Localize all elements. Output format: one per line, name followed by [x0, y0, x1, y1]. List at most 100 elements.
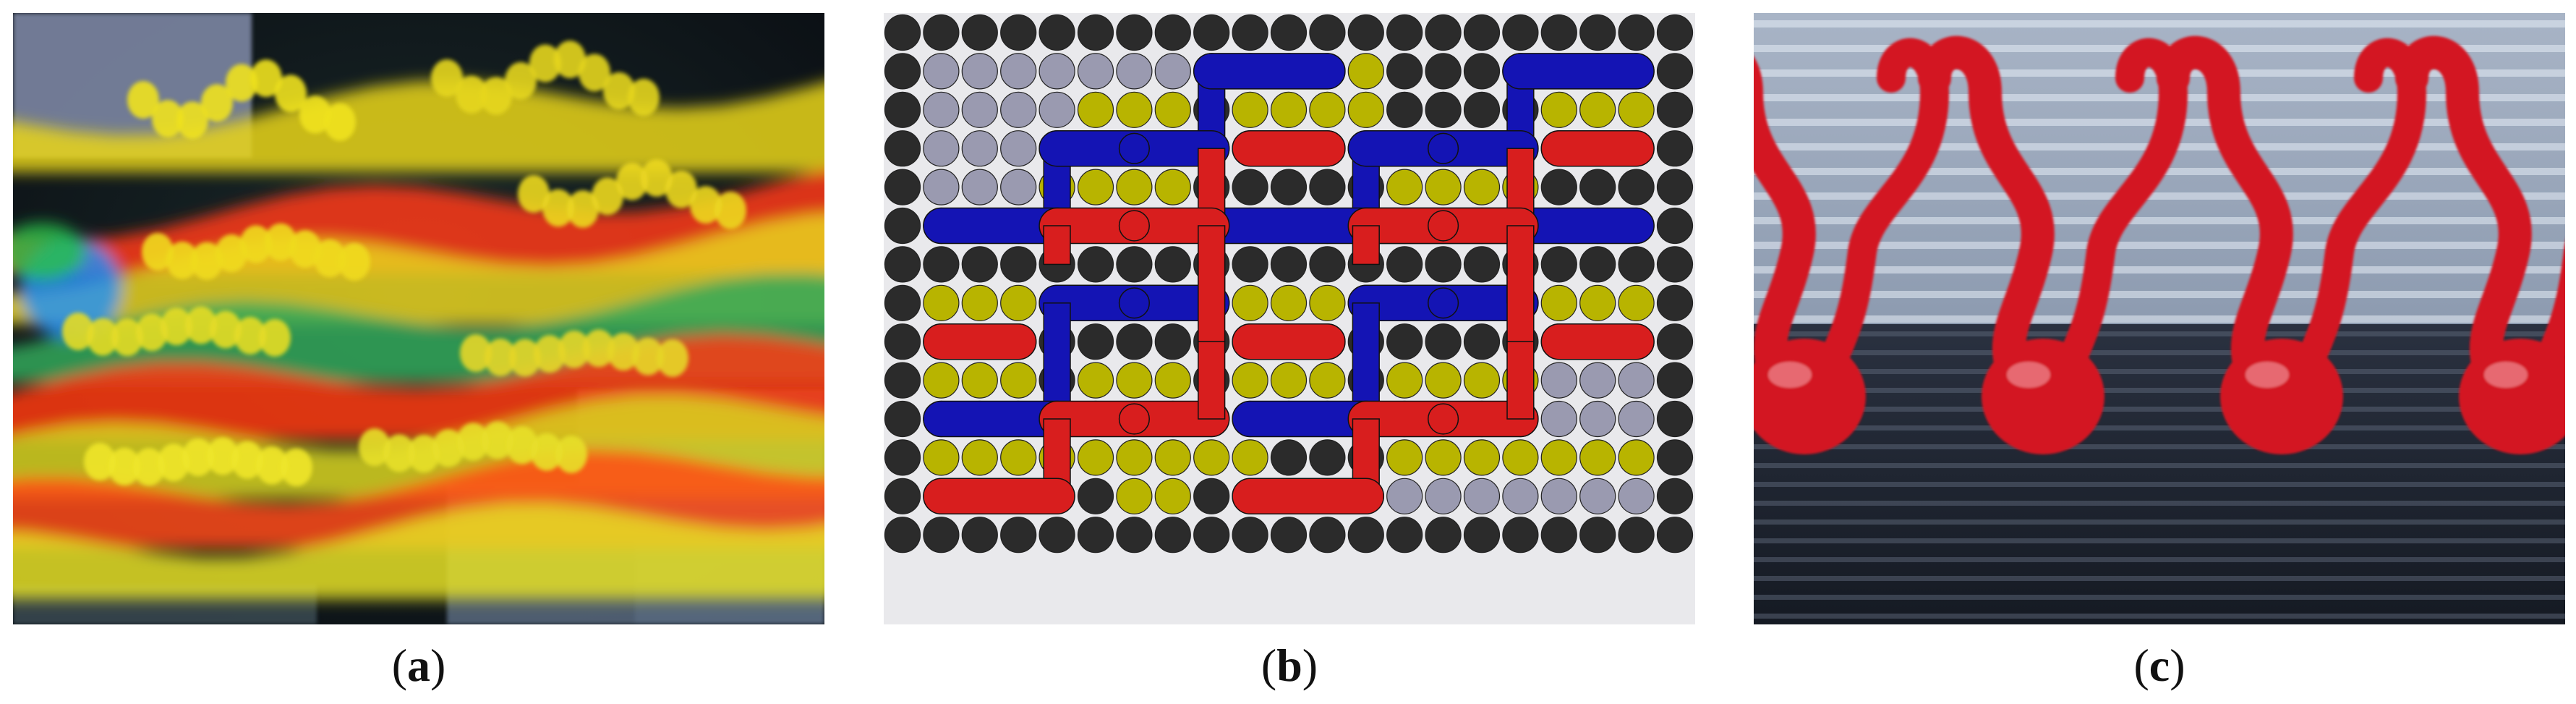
grid-cell: [1347, 53, 1384, 90]
filament-bead: [216, 234, 247, 272]
grid-cell: [1579, 400, 1616, 438]
grid-cell: [1540, 14, 1577, 51]
filament-loop: [2157, 35, 2293, 406]
grid-cell: [1463, 91, 1501, 128]
substrate-groove: [1754, 369, 2565, 374]
grid-cell: [1502, 14, 1539, 51]
fiber-crossing: [1118, 132, 1150, 164]
fiber-segment: [923, 323, 1037, 360]
fiber-segment: [1540, 323, 1655, 360]
grid-cell: [1232, 246, 1268, 283]
grid-cell: [1618, 478, 1655, 514]
filament-bead: [690, 186, 722, 224]
filament-bead: [289, 230, 321, 268]
grid-cell: [1656, 169, 1694, 205]
grid-cell: [1000, 439, 1037, 476]
filament-bead: [127, 81, 159, 119]
filament-bead: [133, 448, 165, 486]
substrate-groove: [1754, 576, 2565, 581]
filament-bead: [226, 64, 257, 102]
grid-cell: [1347, 91, 1384, 128]
substrate-rib: [1754, 242, 2565, 249]
fiber-segment: [1043, 302, 1071, 420]
fiber-crossing: [1118, 287, 1150, 319]
grid-cell: [1193, 517, 1230, 554]
substrate-groove: [1754, 519, 2565, 525]
filament-bead: [567, 190, 599, 228]
color-band: [13, 213, 824, 324]
filament-bead: [431, 59, 463, 97]
caption-a: (a): [391, 640, 446, 691]
fiber-segment: [1232, 130, 1346, 167]
grid-cell: [1116, 14, 1153, 51]
substrate-rib: [1754, 315, 2565, 323]
grid-cell: [1386, 53, 1423, 90]
grid-cell: [1579, 246, 1616, 283]
grid-cell: [1309, 362, 1346, 399]
grid-cell: [1116, 169, 1153, 205]
filament-bead: [265, 223, 297, 261]
filament-bead: [234, 316, 266, 355]
grid-cell: [1579, 478, 1616, 514]
filament-bead: [240, 225, 272, 263]
grid-cell: [1618, 246, 1655, 283]
grid-cell: [1579, 91, 1616, 128]
filament-bead: [505, 62, 537, 100]
grid-cell: [1540, 91, 1577, 128]
grid-cell: [1656, 53, 1694, 90]
grid-cell: [884, 14, 921, 51]
grid-cell: [1000, 284, 1037, 321]
fiber-segment: [1193, 53, 1346, 90]
grid-cell: [1270, 517, 1308, 554]
grid-cell: [1270, 169, 1308, 205]
grid-cell: [1656, 130, 1694, 167]
filament-bead: [259, 318, 291, 357]
grid-cell: [923, 91, 960, 128]
grid-cell: [1463, 439, 1501, 476]
grid-cell: [923, 53, 960, 90]
filament-bead: [603, 72, 635, 110]
filament-blob: [2459, 339, 2565, 454]
fiber-segment: [1232, 478, 1385, 515]
grid-cell: [1077, 53, 1114, 90]
grid-cell: [1270, 246, 1308, 283]
grid-cell: [1077, 246, 1114, 283]
grid-cell: [1656, 323, 1694, 360]
filament-bead: [607, 333, 639, 371]
filament-bead: [529, 44, 561, 82]
filament-bead: [542, 189, 574, 227]
grid-cell: [1540, 400, 1577, 438]
highlight: [1768, 362, 1812, 388]
grid-cell: [1116, 517, 1153, 554]
grid-cell: [1656, 207, 1694, 245]
substrate-groove: [1754, 595, 2565, 600]
substrate-groove: [1754, 501, 2565, 506]
grid-cell: [1038, 53, 1075, 90]
grid-cell: [961, 130, 998, 167]
grid-cell: [1540, 169, 1577, 205]
substrate-rib: [1754, 192, 2565, 200]
substrate-groove: [1754, 388, 2565, 393]
grid-cell: [1232, 517, 1268, 554]
filament-bead: [166, 241, 198, 279]
grid-cell: [1425, 323, 1462, 360]
grid-cell: [1618, 517, 1655, 554]
grid-cell: [923, 169, 960, 205]
grid-cell: [1463, 362, 1501, 399]
filament-bead: [383, 434, 415, 472]
grid-cell: [1038, 14, 1075, 51]
grid-cell: [1154, 517, 1191, 554]
grid-cell: [1386, 91, 1423, 128]
filament-bead: [256, 446, 288, 485]
grid-cell: [1270, 284, 1308, 321]
grid-cell: [1154, 14, 1191, 51]
filament-bead: [641, 158, 673, 197]
filament-bead: [111, 318, 143, 357]
filament-bead: [432, 429, 464, 467]
filament-bead: [158, 444, 189, 482]
grid-cell: [1038, 517, 1075, 554]
grid-cell: [923, 284, 960, 321]
filament-bead: [108, 447, 140, 485]
grid-cell: [961, 362, 998, 399]
grid-cell: [961, 517, 998, 554]
